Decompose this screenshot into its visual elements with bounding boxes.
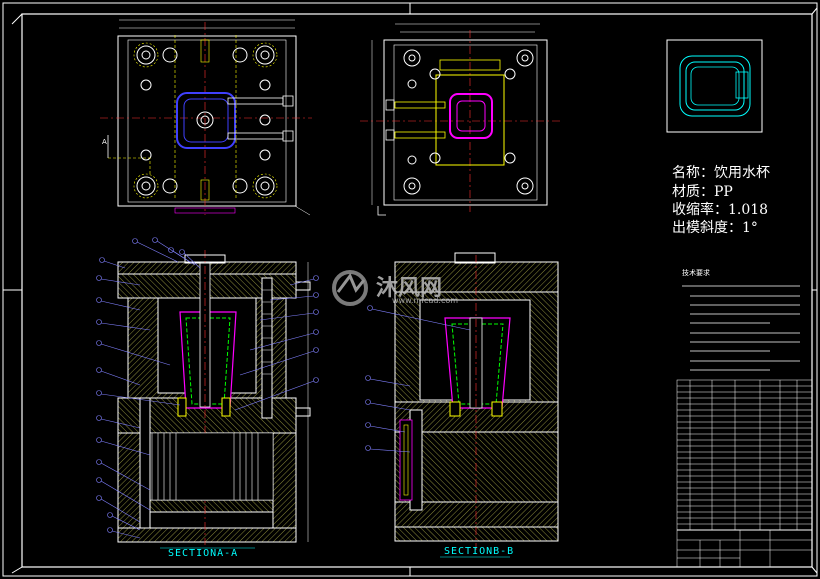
watermark-url: www.mfcad.com <box>392 296 459 305</box>
section-marker: A <box>102 138 107 146</box>
tech-requirements-title: 技术要求 <box>682 269 710 277</box>
section-a-view <box>96 237 319 549</box>
section-a-label: SECTIONA-A <box>168 548 239 559</box>
top-view-b <box>360 23 560 216</box>
product-preview <box>666 39 763 133</box>
top-view-a: A <box>100 19 312 216</box>
part-material: 材质：PP <box>672 184 733 200</box>
watermark-logo-icon <box>332 270 368 306</box>
part-shrinkage: 收缩率：1.018 <box>672 202 769 218</box>
tech-requirements-block <box>682 285 800 371</box>
part-draft-angle: 出模斜度：1° <box>672 220 758 236</box>
title-block <box>676 379 813 568</box>
section-b-view <box>365 252 559 558</box>
section-b-label: SECTIONB-B <box>444 546 515 557</box>
part-name: 名称：饮用水杯 <box>672 165 770 181</box>
watermark-brand: 沐风网 <box>376 276 443 301</box>
